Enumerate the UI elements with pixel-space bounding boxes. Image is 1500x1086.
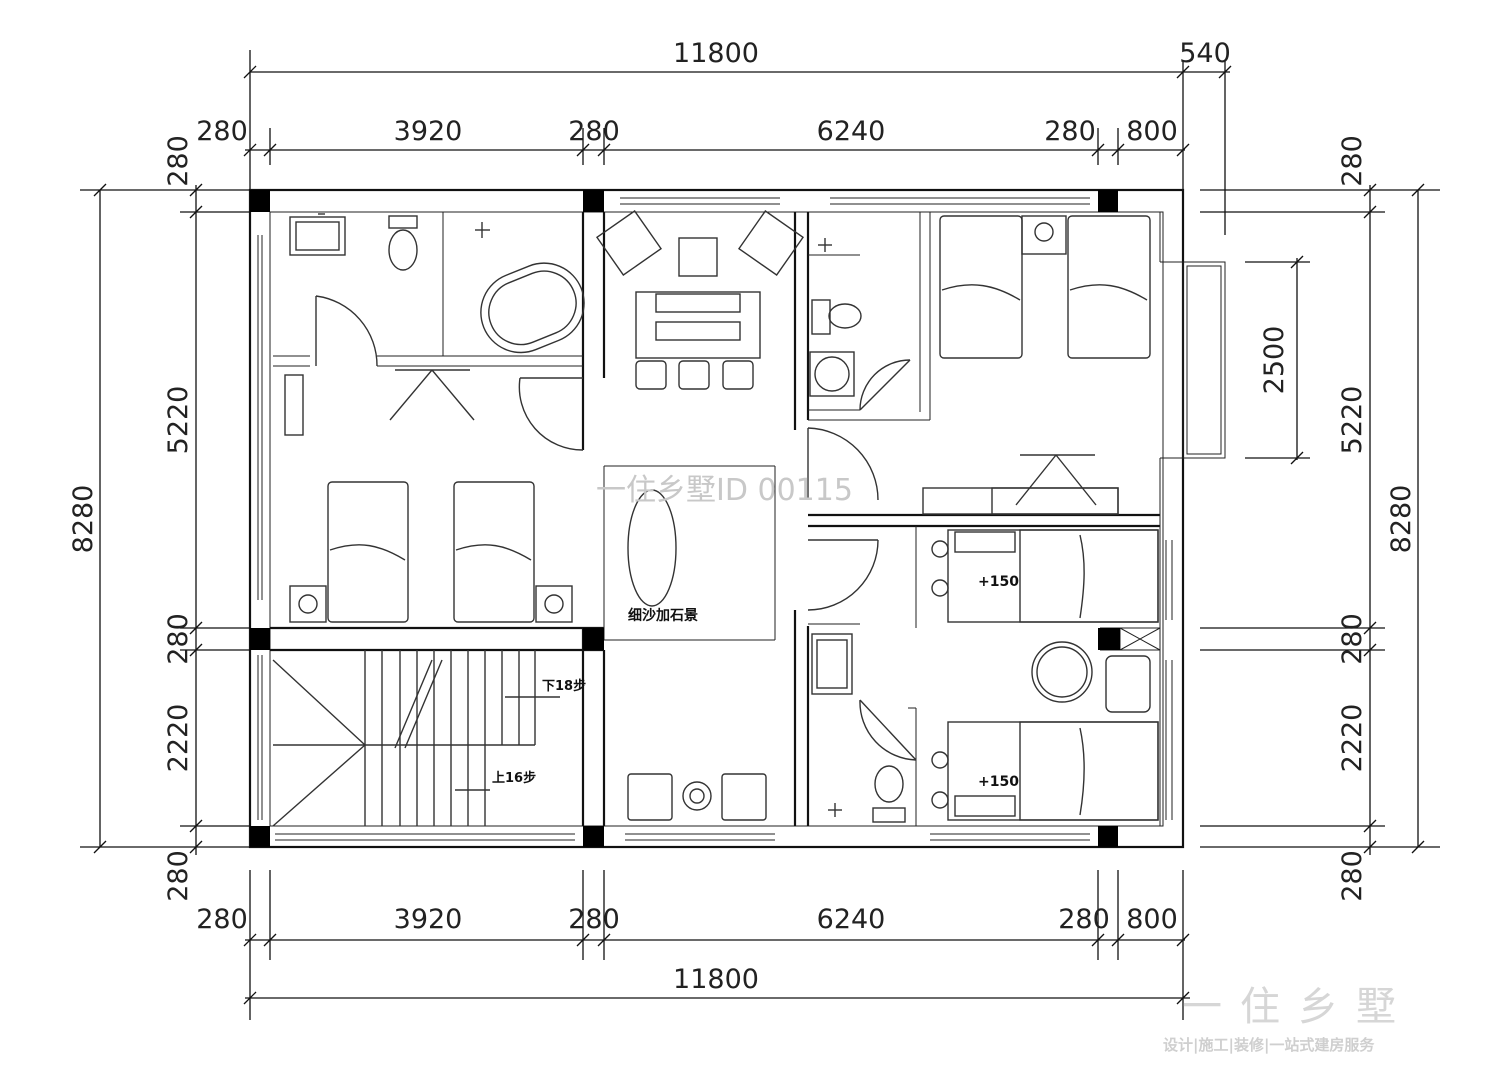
structural-columns bbox=[250, 190, 1120, 847]
dim-top-seg-4: 6240 bbox=[817, 116, 886, 147]
dim-right-seg-5: 280 bbox=[1337, 850, 1368, 902]
dim-left-total: 8280 bbox=[68, 485, 99, 554]
brand-name: 一住乡墅 bbox=[1182, 984, 1414, 1030]
watermark-text: 一住乡墅ID 00115 bbox=[596, 473, 853, 508]
staircase bbox=[272, 650, 560, 827]
room-labels: 细沙加石景 下18步 上16步 +150 +150 bbox=[492, 574, 1019, 790]
dimension-lines bbox=[80, 50, 1440, 1020]
dim-right-seg-4: 2220 bbox=[1337, 704, 1368, 773]
dim-window-bay: 2500 bbox=[1259, 326, 1290, 395]
dim-bottom-seg-4: 6240 bbox=[817, 904, 886, 935]
dim-bottom-seg-5: 280 bbox=[1058, 904, 1110, 935]
stairs-down-label: 下18步 bbox=[542, 678, 586, 694]
dim-top-total: 11800 bbox=[673, 38, 759, 69]
dim-bottom-total: 11800 bbox=[673, 964, 759, 995]
dim-top-extra: 540 bbox=[1179, 38, 1231, 69]
dim-left-seg-3: 280 bbox=[163, 613, 194, 665]
doors bbox=[315, 295, 917, 761]
bed-raise-label-1: +150 bbox=[978, 574, 1019, 590]
furniture bbox=[272, 209, 1159, 827]
dim-bottom-seg-2: 3920 bbox=[394, 904, 463, 935]
dim-top-seg-6: 800 bbox=[1126, 116, 1178, 147]
dim-right-seg-2: 5220 bbox=[1337, 386, 1368, 455]
dim-top-seg-3: 280 bbox=[568, 116, 620, 147]
dim-top-seg-1: 280 bbox=[196, 116, 248, 147]
landscape-label: 细沙加石景 bbox=[628, 607, 698, 624]
dim-left-seg-2: 5220 bbox=[163, 386, 194, 455]
dim-right-total: 8280 bbox=[1386, 485, 1417, 554]
dim-bottom-seg-3: 280 bbox=[568, 904, 620, 935]
dim-left-seg-1: 280 bbox=[163, 135, 194, 187]
dim-right-seg-1: 280 bbox=[1337, 135, 1368, 187]
brand-mark: 一住乡墅 设计|施工|装修|一站式建房服务 bbox=[1163, 984, 1414, 1055]
dim-bottom-seg-1: 280 bbox=[196, 904, 248, 935]
dim-right-seg-3: 280 bbox=[1337, 613, 1368, 665]
brand-tagline: 设计|施工|装修|一站式建房服务 bbox=[1163, 1036, 1375, 1055]
dim-left-seg-4: 2220 bbox=[163, 704, 194, 773]
dim-left-seg-5: 280 bbox=[163, 850, 194, 902]
dim-bottom-seg-6: 800 bbox=[1126, 904, 1178, 935]
walls bbox=[248, 188, 1226, 849]
bed-raise-label-2: +150 bbox=[978, 774, 1019, 790]
dimension-texts: 11800 540 280 3920 280 6240 280 800 280 … bbox=[68, 38, 1417, 995]
stairs-up-label: 上16步 bbox=[492, 770, 536, 786]
dim-top-seg-2: 3920 bbox=[394, 116, 463, 147]
dim-top-seg-5: 280 bbox=[1044, 116, 1096, 147]
windows bbox=[257, 197, 1173, 841]
